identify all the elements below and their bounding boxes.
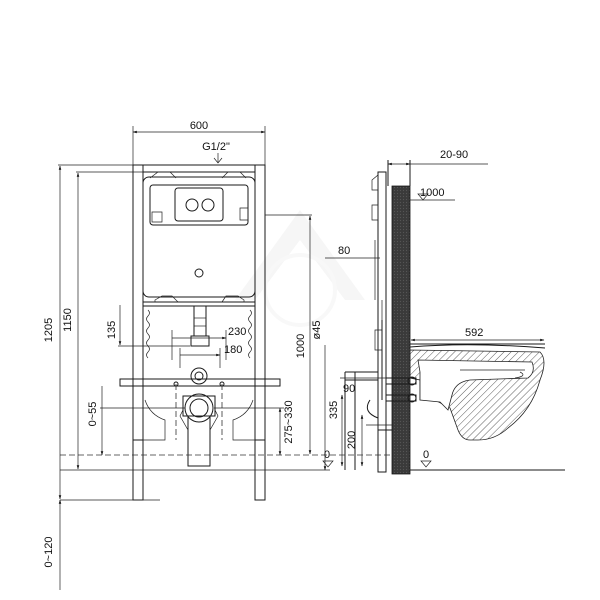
flush-plate — [175, 188, 223, 221]
front-view: 600 G1/2" — [43, 120, 330, 590]
label-inlet: G1/2" — [202, 141, 230, 153]
dim-0-120: 0~120 — [43, 537, 55, 568]
dim-80: 80 — [338, 245, 350, 257]
side-view: 20-90 1000 80 ø45 90 335 200 — [311, 149, 565, 474]
level-1000: 1000 — [420, 187, 444, 199]
floor-level-side: 0 — [423, 449, 429, 461]
dia-45: ø45 — [311, 321, 323, 340]
wall-section — [392, 186, 410, 474]
dim-90: 90 — [343, 383, 355, 395]
dim-335: 335 — [328, 401, 340, 419]
dim-1205: 1205 — [43, 318, 55, 342]
dim-0-55: 0~55 — [87, 402, 99, 427]
dim-frame-width: 600 — [190, 120, 208, 132]
dim-275-330: 275~330 — [283, 400, 295, 443]
floor-level-front: 0 — [324, 449, 330, 461]
dim-230: 230 — [228, 326, 246, 338]
dim-200: 200 — [346, 431, 358, 449]
dim-592: 592 — [465, 327, 483, 339]
dim-180: 180 — [224, 344, 242, 356]
dim-1000-front: 1000 — [295, 334, 307, 358]
dim-1150: 1150 — [62, 308, 74, 332]
dim-135: 135 — [106, 321, 118, 339]
dim-20-90: 20-90 — [440, 149, 468, 161]
